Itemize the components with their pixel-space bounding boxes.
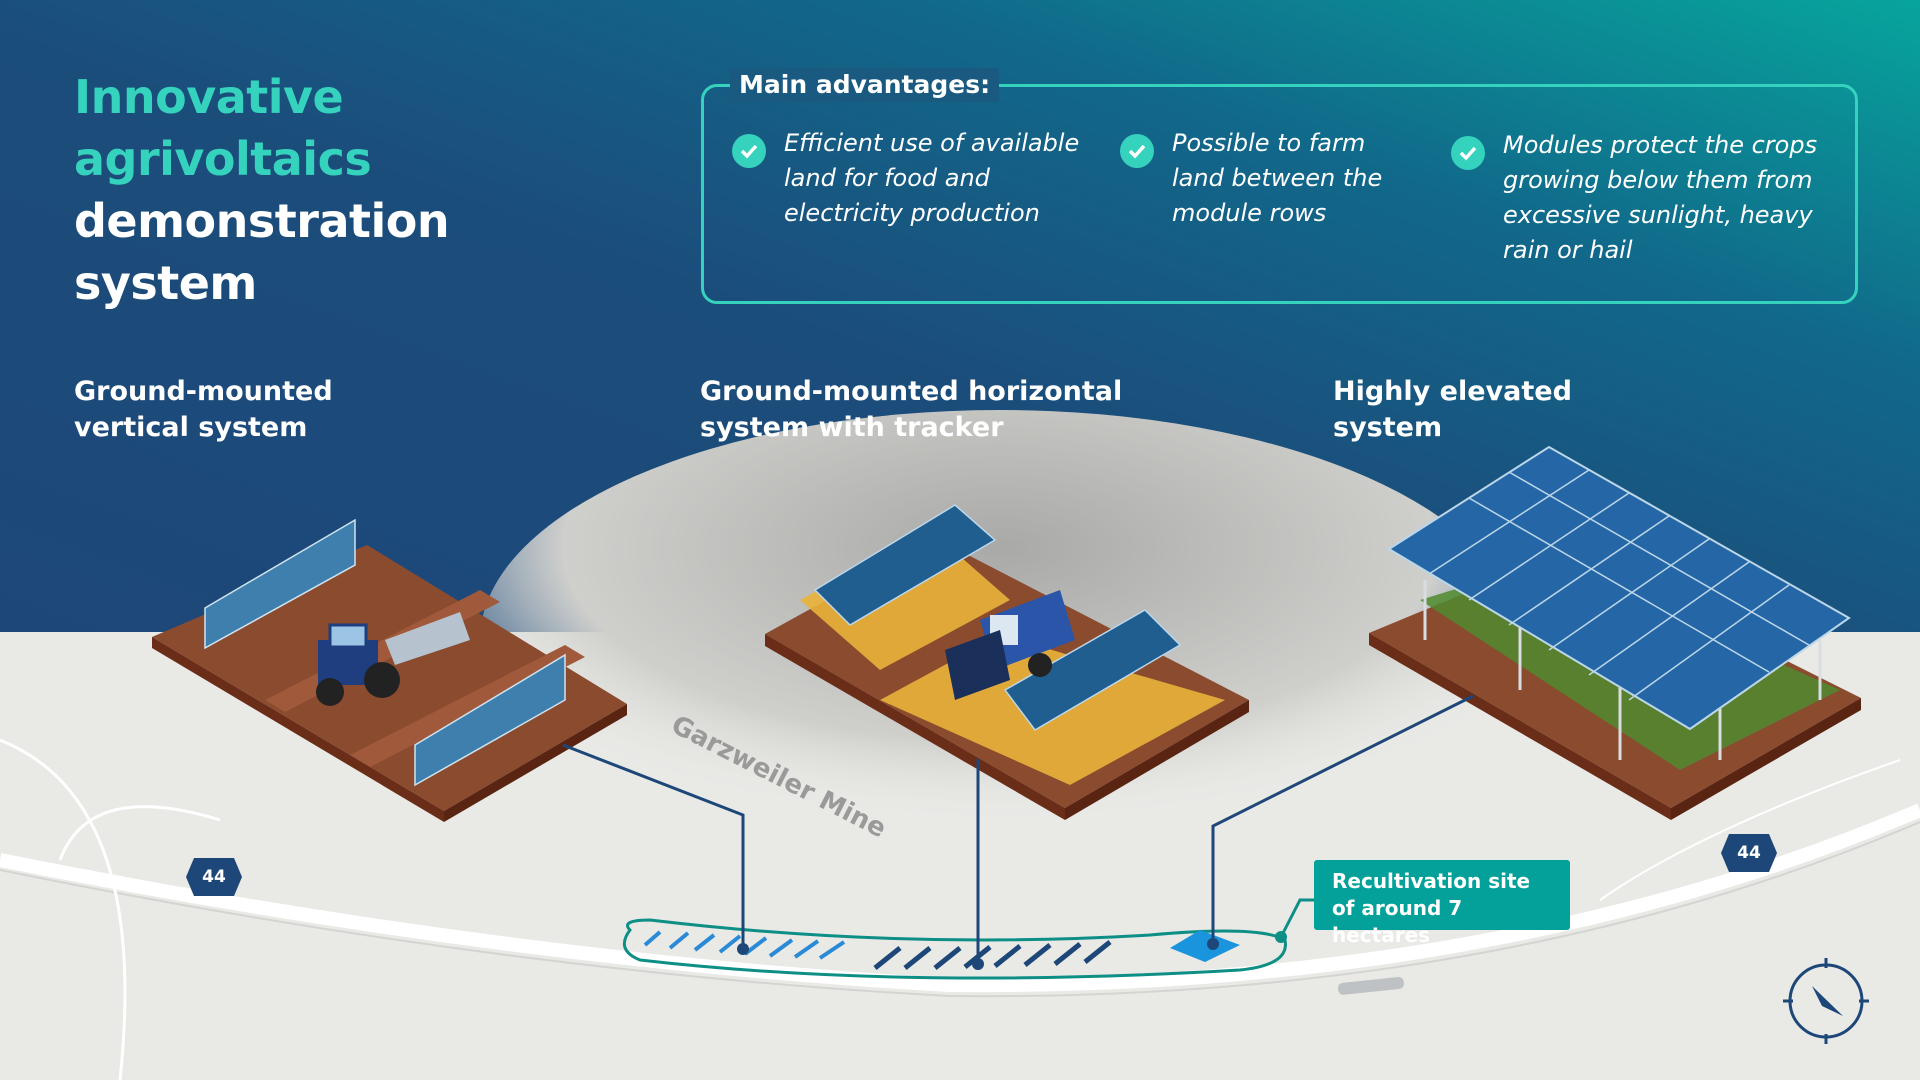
system-heading-tracker: Ground-mounted horizontal system with tr… xyxy=(700,376,1123,443)
advantages-box xyxy=(701,84,1858,304)
connector-vertical xyxy=(562,743,745,949)
vertical-system-illustration xyxy=(152,518,627,822)
connector-elevated xyxy=(1211,694,1474,944)
site-label: Recultivation site of around 7 hectares xyxy=(1314,860,1570,947)
system-heading-vertical: Ground-mounted vertical system xyxy=(74,376,333,443)
check-circle-icon xyxy=(1120,134,1154,168)
check-circle-icon xyxy=(1451,136,1485,170)
system-heading-elevated: Highly elevated system xyxy=(1333,376,1572,443)
check-circle-icon xyxy=(732,134,766,168)
page-title: Innovative agrivoltaics demonstration sy… xyxy=(74,70,450,310)
advantage-item: Efficient use of available land for food… xyxy=(732,126,1092,231)
advantage-item: Possible to farm land between the module… xyxy=(1120,126,1420,231)
road-shield-right: 44 xyxy=(1721,834,1777,872)
highway xyxy=(0,803,1920,993)
tractor-icon xyxy=(316,612,470,706)
road-shield-left: 44 xyxy=(186,858,242,896)
elevated-system-illustration xyxy=(1369,445,1861,820)
advantages-heading: Main advantages: xyxy=(730,68,1000,102)
harvester-icon xyxy=(945,590,1075,700)
tracker-system-illustration xyxy=(765,504,1249,820)
advantage-item: Modules protect the crops growing below … xyxy=(1451,128,1821,268)
compass-icon xyxy=(1783,958,1869,1044)
